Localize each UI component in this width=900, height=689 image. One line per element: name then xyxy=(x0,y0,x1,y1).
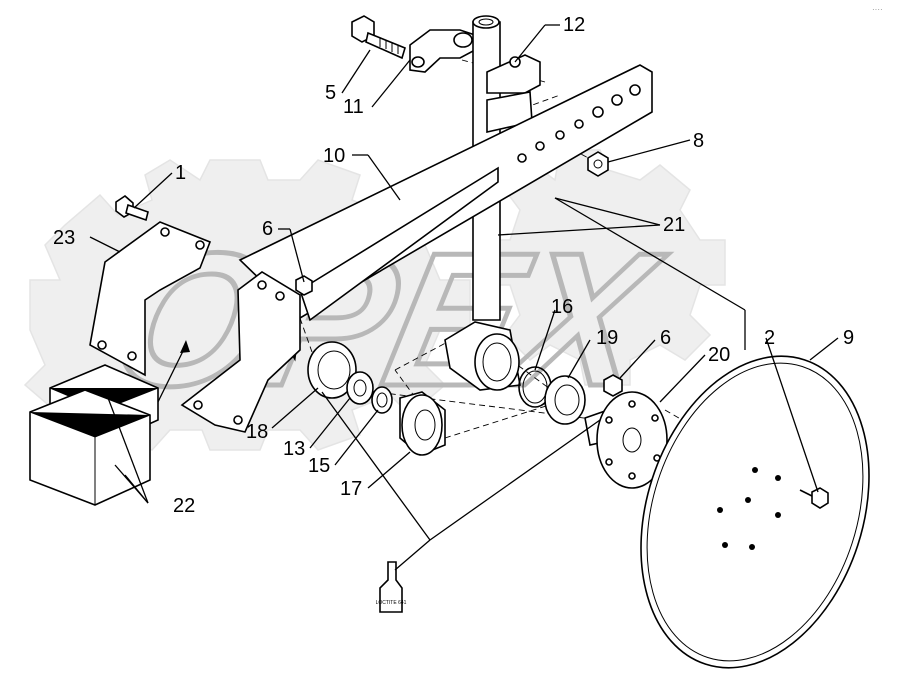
ring-part-15 xyxy=(371,386,393,414)
callout-21: 21 xyxy=(663,214,685,236)
disc-part-9 xyxy=(640,355,870,669)
bolt-part-2 xyxy=(799,487,829,509)
callout-15: 15 xyxy=(308,455,330,477)
hub-flange-part-20 xyxy=(584,391,668,489)
callout-10: 10 xyxy=(323,145,345,167)
bolt-part-1 xyxy=(115,194,149,222)
threadlocker-bottle: LOCTITE 641 xyxy=(376,561,407,613)
callout-20: 20 xyxy=(708,344,730,366)
callout-11: 11 xyxy=(343,96,364,118)
callout-19: 19 xyxy=(596,327,618,349)
leader-lines xyxy=(89,24,839,571)
spacer-blocks-part-22 xyxy=(29,364,159,506)
bolt-part-5 xyxy=(351,15,406,60)
callout-labels: 1 2 5 6 6 8 9 10 11 12 13 15 16 17 18 19… xyxy=(53,14,854,517)
direction-arrow xyxy=(154,340,190,409)
bearing-part-19 xyxy=(544,375,586,425)
callout-6-left: 6 xyxy=(262,218,273,240)
clamp-block-part-12 xyxy=(486,54,541,133)
callout-17: 17 xyxy=(340,478,362,500)
callout-16: 16 xyxy=(551,296,573,318)
bracket-part-23 xyxy=(89,221,212,377)
callout-23: 23 xyxy=(53,227,75,249)
hub-housing xyxy=(444,321,521,391)
nut-part-6-right xyxy=(603,374,623,397)
bearing-cup-part-18 xyxy=(307,341,357,399)
bottle-label: LOCTITE 641 xyxy=(376,600,407,606)
callout-1: 1 xyxy=(175,162,186,184)
corner-mark: ···· xyxy=(872,5,883,14)
washer-part-13 xyxy=(346,371,374,405)
callout-13: 13 xyxy=(283,438,305,460)
callout-5: 5 xyxy=(325,82,336,104)
bearing-part-17 xyxy=(399,391,446,456)
callout-12: 12 xyxy=(563,14,585,36)
callout-18: 18 xyxy=(246,421,268,443)
callout-9: 9 xyxy=(843,327,854,349)
callout-6-right: 6 xyxy=(660,327,671,349)
nut-part-8 xyxy=(587,151,609,177)
mount-plate xyxy=(180,271,313,433)
callout-2: 2 xyxy=(764,327,775,349)
callout-8: 8 xyxy=(693,130,704,152)
clamp-part-11 xyxy=(409,29,476,73)
callout-22: 22 xyxy=(173,495,195,517)
